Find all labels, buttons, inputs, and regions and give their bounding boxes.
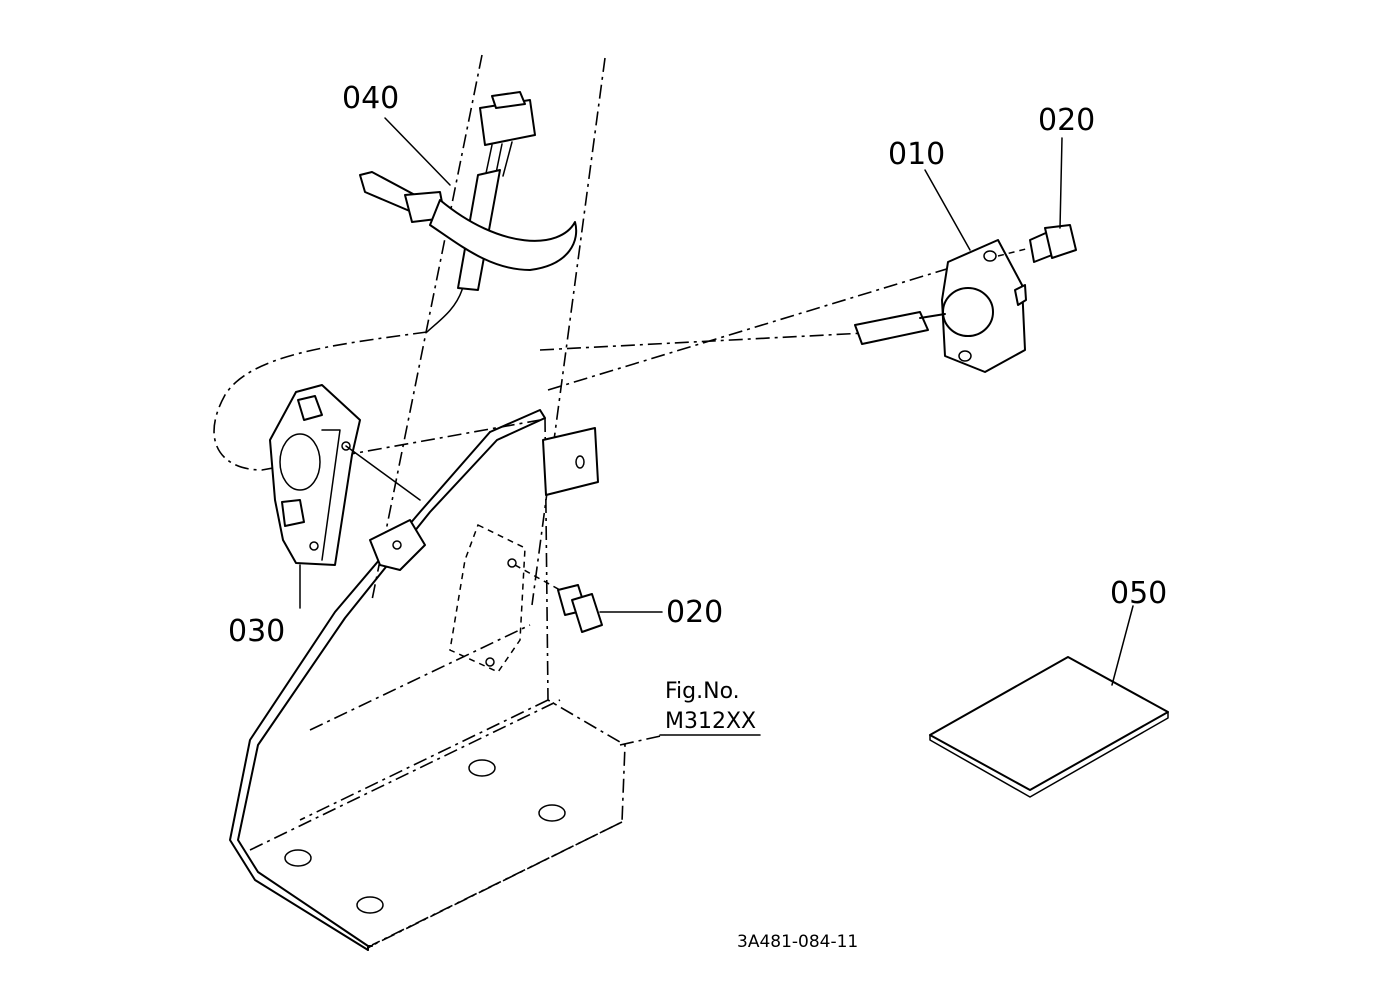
nut-020-top <box>997 224 1077 263</box>
callout-040: 040 <box>342 81 399 116</box>
manual-050 <box>929 656 1169 798</box>
callout-030: 030 <box>228 614 285 649</box>
leader-lines <box>299 117 1134 736</box>
cable-tie-040 <box>359 171 578 271</box>
callout-050: 050 <box>1110 576 1167 611</box>
bracket-030 <box>269 384 421 566</box>
figure-number: M312XX <box>665 709 756 734</box>
callout-020-middle: 020 <box>666 595 723 630</box>
pedal-bracket <box>229 409 599 951</box>
harness-loop-phantom <box>213 254 951 471</box>
drawing-code: 3A481-084-11 <box>737 932 858 952</box>
pedal-switch-010 <box>854 239 1027 373</box>
callout-010: 010 <box>888 137 945 172</box>
figure-label: Fig.No. <box>665 679 740 704</box>
column-frame-phantom <box>249 54 666 949</box>
callout-020-top: 020 <box>1038 103 1095 138</box>
nut-020-middle <box>514 564 603 633</box>
